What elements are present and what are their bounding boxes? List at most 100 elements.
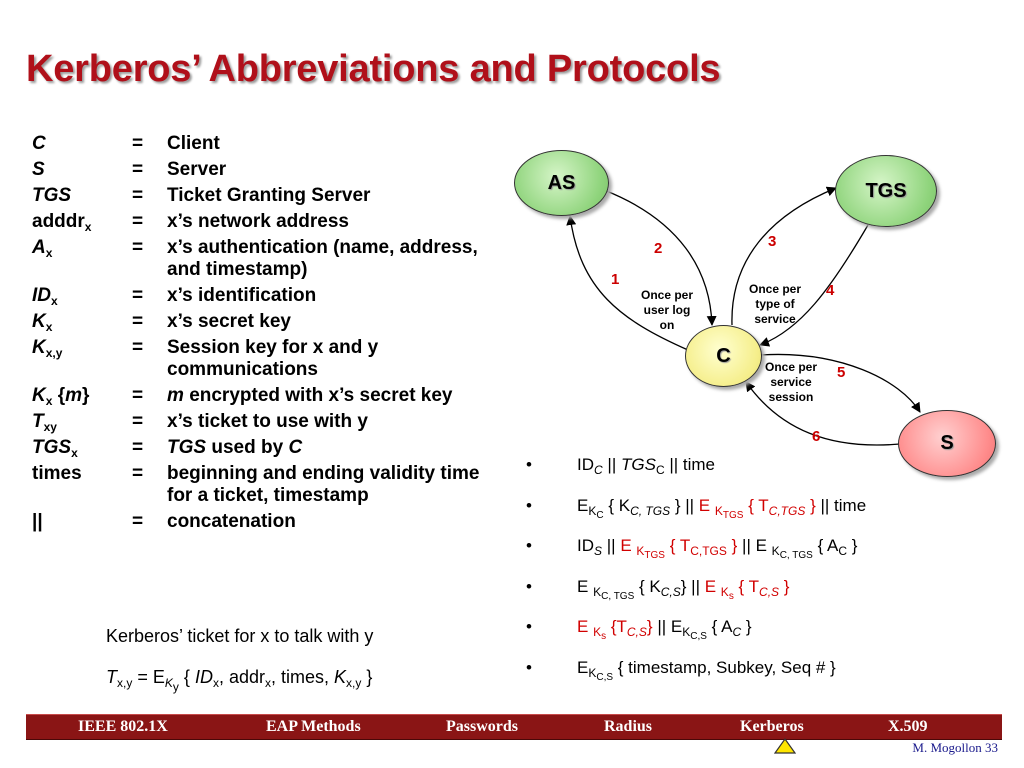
- formula-t-sub: x,y: [117, 676, 133, 690]
- abbr-row-client: C = Client: [32, 133, 502, 155]
- msg-part: E: [704, 576, 717, 596]
- abbr-term: ||: [32, 511, 132, 533]
- step-1-label: 1: [611, 271, 620, 288]
- abbr-term: adddrx: [32, 211, 132, 233]
- step-5-label: 5: [837, 364, 846, 381]
- nav-link-x509[interactable]: X.509: [888, 718, 928, 735]
- abbr-row-authentication: Ax = x’s authentication (name, address, …: [32, 237, 502, 281]
- abbr-term-brace-open: {: [57, 385, 66, 406]
- note-line: service: [770, 375, 812, 389]
- abbr-term: C: [32, 133, 132, 155]
- abbr-term: Kx {m}: [32, 385, 132, 407]
- msg-red-group: E KTGS { TC,TGS }: [699, 496, 816, 521]
- abbr-definition-text: used by: [211, 437, 284, 458]
- msg-sub: K: [593, 625, 602, 639]
- abbr-equals: =: [132, 411, 144, 432]
- abbr-term-text: times: [32, 463, 82, 484]
- abbr-definition: x’s identification: [167, 285, 317, 306]
- ticket-caption: Kerberos’ ticket for x to talk with y: [106, 626, 374, 646]
- msg-subsub: C, TGS: [779, 550, 813, 561]
- msg-part: }: [783, 576, 790, 596]
- msg-subsub: C,S: [690, 631, 707, 642]
- note-line: type of: [755, 297, 795, 311]
- abbr-row-identification: IDx = x’s identification: [32, 285, 502, 307]
- abbr-row-secret-key: Kx = x’s secret key: [32, 311, 502, 333]
- msg-red-group: E KTGS { TC,TGS }: [620, 536, 737, 561]
- note-type-of-service: Once per type of service: [740, 282, 810, 327]
- msg-part: { timestamp, Subkey, Seq # }: [617, 657, 836, 677]
- abbr-equals: =: [132, 211, 144, 232]
- formula-t: T: [106, 667, 117, 687]
- message-2: • EKC { KC, TGS } || E KTGS { TC,TGS } |…: [522, 496, 1012, 537]
- step-2-label: 2: [654, 240, 663, 257]
- msg-part: ID: [577, 455, 594, 474]
- msg-part: } ||: [680, 576, 700, 596]
- msg-part: E: [577, 657, 589, 677]
- formula-kxy: K: [334, 667, 347, 687]
- abbr-term: Ax: [32, 237, 132, 281]
- formula-id-sub: x: [212, 676, 219, 690]
- msg-part: { T: [669, 536, 691, 555]
- msg-part: E: [577, 576, 589, 596]
- nav-link-eap-methods[interactable]: EAP Methods: [266, 718, 361, 735]
- message-6: • EKC,S { timestamp, Subkey, Seq # }: [522, 658, 1012, 699]
- msg-part: }: [646, 617, 653, 636]
- abbr-definition: Ticket Granting Server: [167, 185, 371, 206]
- abbr-term: TGSx: [32, 437, 132, 459]
- msg-sub: K: [682, 625, 691, 639]
- protocol-messages-list: • IDC || TGSC || time • EKC { KC, TGS } …: [522, 455, 1012, 698]
- note-line: user log: [643, 303, 691, 317]
- formula-times: , times,: [270, 667, 329, 687]
- msg-part: } ||: [674, 495, 695, 515]
- abbr-definition-text: encrypted with x’s secret key: [189, 385, 453, 406]
- nav-link-ieee-8021x[interactable]: IEEE 802.1X: [78, 718, 168, 735]
- nav-link-radius[interactable]: Radius: [604, 718, 653, 735]
- message-5-text: E Ks {TC,S} || EKC,S { AC }: [577, 617, 752, 658]
- ticket-formula: Tx,y = EKy { IDx, addrx, times, Kx,y }: [106, 667, 372, 693]
- msg-sub: C,S: [759, 584, 780, 599]
- note-line: Once per: [640, 288, 694, 302]
- msg-part: || time: [820, 495, 867, 515]
- msg-part: E: [577, 617, 589, 636]
- section-nav-bar: IEEE 802.1X EAP Methods Passwords Radius…: [26, 714, 1002, 740]
- abbr-term: Txy: [32, 411, 132, 433]
- arrow-1-c-to-as: [566, 215, 689, 351]
- msg-part: || E: [742, 536, 767, 555]
- abbr-term-subscript: x: [45, 320, 53, 334]
- abbr-equals: =: [132, 385, 144, 406]
- page-title: Kerberos’ Abbreviations and Protocols: [26, 48, 721, 90]
- abbr-row-times: times = beginning and ending validity ti…: [32, 463, 502, 507]
- msg-part: || time: [669, 455, 716, 474]
- bullet-dot: •: [526, 657, 532, 677]
- msg-part: { K: [608, 495, 631, 515]
- msg-subsub: C: [596, 509, 604, 521]
- bullet-dot: •: [526, 617, 532, 636]
- abbr-row-address: adddrx = x’s network address: [32, 211, 502, 233]
- formula-addr: , addr: [218, 667, 265, 687]
- abbr-definition: x’s authentication (name, address, and t…: [167, 237, 478, 280]
- msg-part: }: [851, 536, 858, 555]
- home-triangle-icon[interactable]: [774, 738, 796, 754]
- arrow-4-tgs-to-c: [759, 224, 869, 347]
- abbr-equals: =: [132, 337, 144, 358]
- abbr-equals: =: [132, 437, 144, 458]
- msg-part: ||: [606, 536, 616, 555]
- msg-sub: C,S: [626, 625, 647, 639]
- abbr-term-text: A: [32, 237, 46, 258]
- abbr-definition: Client: [167, 133, 220, 154]
- node-tgs: TGS: [835, 155, 937, 227]
- note-line: on: [659, 318, 675, 332]
- formula-k-sub: y: [172, 680, 179, 694]
- nav-link-passwords[interactable]: Passwords: [446, 718, 519, 735]
- msg-part: E: [577, 495, 589, 515]
- abbr-row-ticket: Txy = x’s ticket to use with y: [32, 411, 502, 433]
- msg-part: {T: [610, 617, 627, 636]
- msg-sub: C: [732, 625, 742, 639]
- abbr-definition: Server: [167, 159, 227, 180]
- abbr-definition: beginning and ending validity time for a…: [167, 463, 480, 506]
- note-line: Once per: [764, 360, 818, 374]
- msg-part: { T: [738, 576, 760, 596]
- abbr-definition-m: m: [167, 385, 184, 406]
- msg-subsub: s: [601, 631, 607, 642]
- nav-link-kerberos[interactable]: Kerberos: [740, 718, 804, 735]
